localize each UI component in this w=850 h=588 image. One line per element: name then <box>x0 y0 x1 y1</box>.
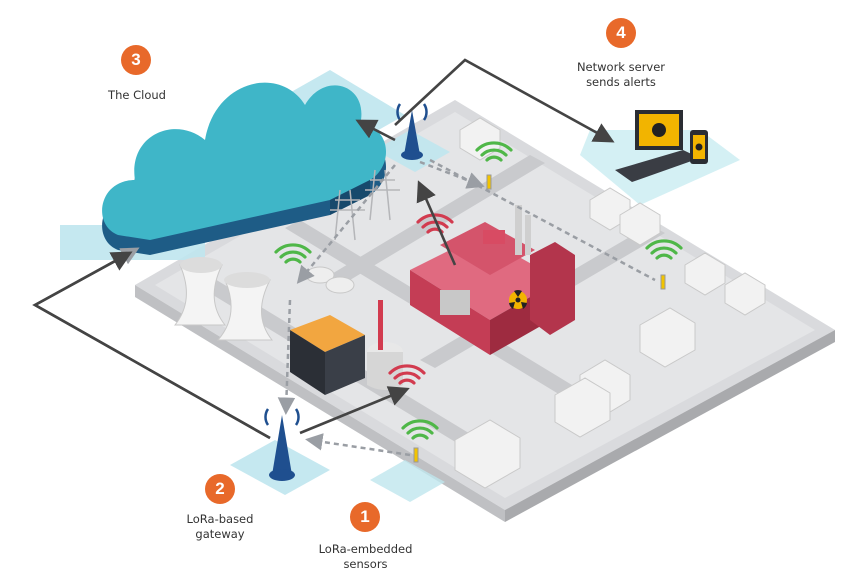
factory-icon <box>410 205 575 355</box>
step-4-label-line2: sends alerts <box>586 75 656 89</box>
house-icon <box>454 117 766 489</box>
step-2-label-line1: LoRa-based <box>186 512 254 526</box>
step-4-label: Network server sends alerts <box>565 60 677 90</box>
step-2-label-line2: gateway <box>195 527 245 541</box>
step-3-label: The Cloud <box>108 88 166 102</box>
step-4-label-line1: Network server <box>576 60 666 74</box>
reactor-building <box>290 300 403 395</box>
data-flow-arrows <box>32 58 615 440</box>
wifi-signal-icon <box>274 141 683 440</box>
streetlight-icon <box>413 174 666 463</box>
step-3-badge: 3 <box>121 45 151 75</box>
step-1-badge: 1 <box>350 502 380 532</box>
step-2-label: LoRa-based gateway <box>172 512 268 542</box>
phone-icon <box>690 130 708 164</box>
sensor-links <box>277 158 656 457</box>
cooling-tower-icon <box>173 257 355 341</box>
radiation-icon <box>509 290 527 309</box>
step-1-label: LoRa-embedded sensors <box>308 542 423 572</box>
step-4-badge: 4 <box>606 18 636 48</box>
gateway-tower-icon <box>264 103 428 481</box>
step-1-label-line1: LoRa-embedded <box>318 542 413 556</box>
cloud-icon <box>102 82 387 256</box>
step-1-label-line2: sensors <box>343 557 388 571</box>
laptop-icon <box>615 110 700 182</box>
step-2-badge: 2 <box>205 474 235 504</box>
